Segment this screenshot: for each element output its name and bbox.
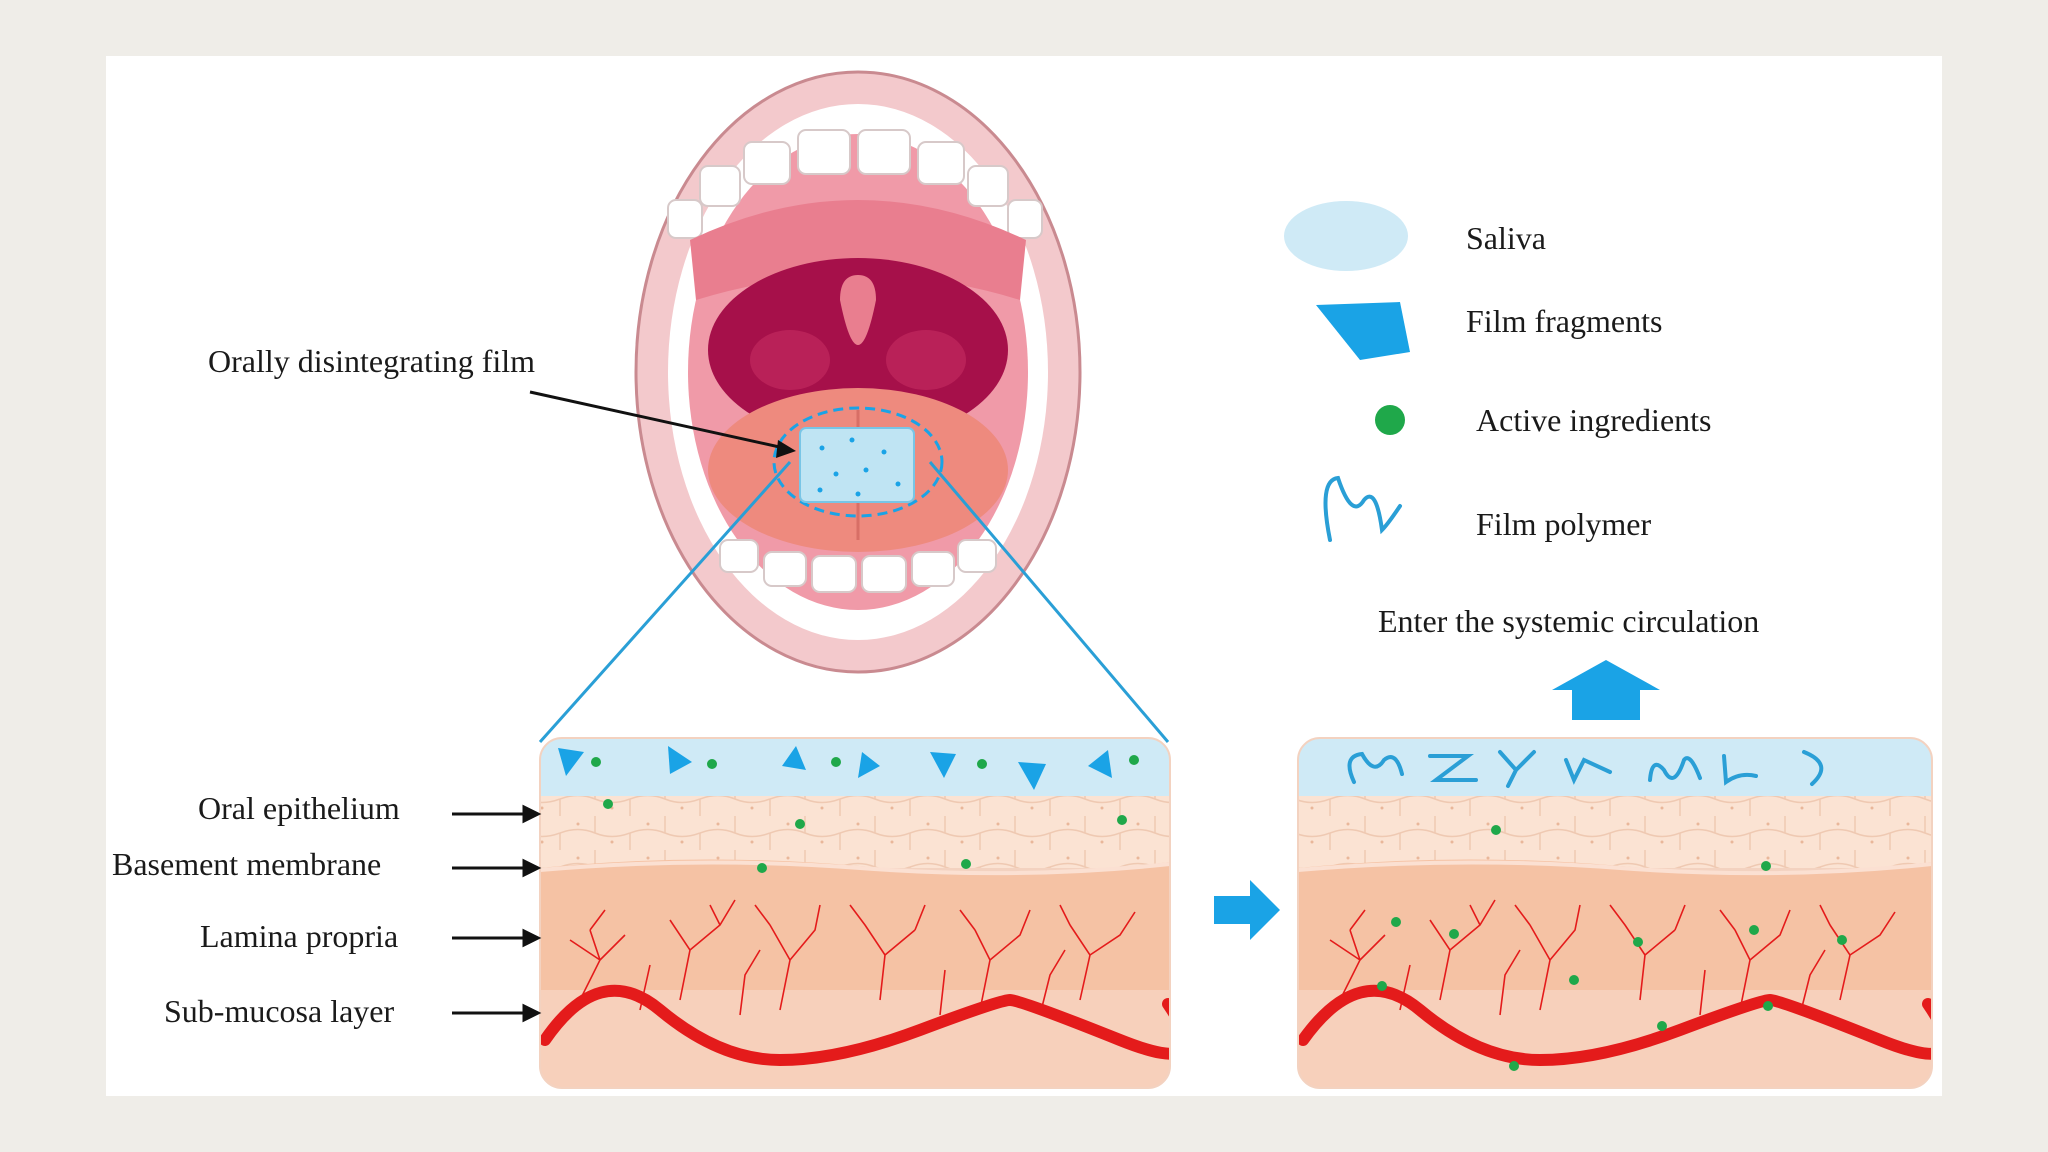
legend-icons — [1284, 201, 1410, 542]
saliva-layer — [540, 738, 1170, 796]
orally-disintegrating-film — [799, 427, 915, 503]
film-pointer-arrow — [529, 390, 796, 458]
film-polymer-icon — [1323, 475, 1402, 542]
film-label: Orally disintegrating film — [208, 343, 536, 379]
throat — [708, 258, 1008, 442]
upper-teeth — [667, 129, 1043, 239]
active-ingredients-left — [591, 755, 1139, 873]
layer-label-lamina-propria: Lamina propria — [200, 918, 399, 954]
film-fragments-in-saliva — [558, 746, 1112, 790]
legend-label-film-polymer: Film polymer — [1476, 506, 1652, 542]
tissue-section-left — [540, 738, 1170, 1088]
film-polymer-residue — [1347, 750, 1824, 788]
up-arrow-icon — [1552, 660, 1660, 720]
layer-label-basement-membrane: Basement membrane — [112, 846, 382, 882]
active-ingredients-icon — [1375, 405, 1405, 435]
saliva-layer-right — [1298, 738, 1932, 796]
active-ingredients-right — [1377, 825, 1847, 1071]
lower-teeth — [719, 539, 997, 593]
layer-label-oral-epithelium: Oral epithelium — [198, 790, 400, 826]
epithelium-layer — [540, 796, 1170, 868]
uvula — [840, 275, 876, 345]
blood-vessel-right — [1298, 984, 1932, 1067]
zoom-lines — [538, 461, 1170, 743]
circulation-label: Enter the systemic circulation — [1378, 603, 1760, 639]
capillaries-right — [1329, 899, 1896, 1016]
right-arrow-icon — [1214, 880, 1280, 940]
blood-vessel-left — [540, 984, 1170, 1067]
legend-label-film-fragments: Film fragments — [1466, 303, 1663, 339]
open-mouth-illustration — [634, 70, 1082, 674]
capillaries-left — [569, 899, 1136, 1016]
film-highlight-ring — [772, 406, 944, 518]
film-fragments-icon — [1316, 302, 1410, 360]
layer-arrows — [452, 804, 542, 1023]
legend-label-saliva: Saliva — [1466, 220, 1546, 256]
legend-label-active-ingredients: Active ingredients — [1476, 402, 1712, 438]
epithelium-layer-right — [1298, 796, 1932, 868]
layer-label-sub-mucosa: Sub-mucosa layer — [164, 993, 395, 1029]
basement-membrane-line — [540, 860, 1170, 876]
saliva-icon — [1284, 201, 1408, 271]
tissue-section-right — [1298, 738, 1932, 1088]
